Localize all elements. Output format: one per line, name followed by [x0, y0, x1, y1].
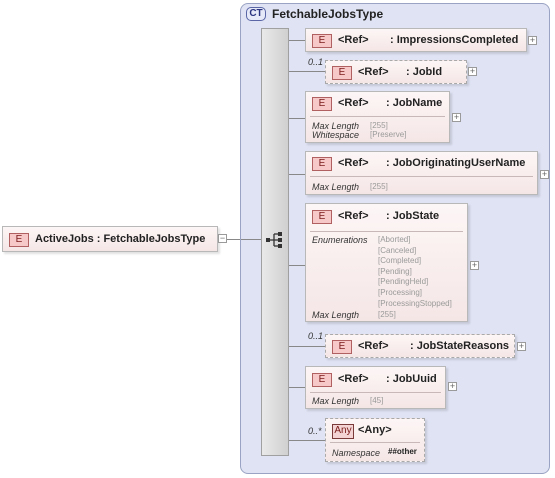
ref-label: <Ref>	[358, 340, 389, 352]
ref-label: <Ref>	[338, 157, 369, 169]
complex-type-badge: CT	[246, 7, 266, 21]
ref-label: <Ref>	[358, 66, 389, 78]
complex-type-name: FetchableJobsType	[272, 7, 384, 21]
element-job-id[interactable]: E <Ref> : JobId	[325, 60, 467, 84]
separator	[310, 176, 533, 177]
enumeration-value: [ProcessingStopped]	[378, 298, 452, 308]
expand-toggle[interactable]: +	[448, 381, 457, 391]
facet-value: [45]	[370, 396, 384, 405]
facet-value: [255]	[378, 310, 396, 319]
ref-label: <Ref>	[338, 210, 369, 222]
element-badge: E	[332, 66, 352, 80]
separator	[310, 231, 463, 232]
expand-toggle[interactable]: +	[540, 169, 549, 179]
element-name: : JobId	[406, 66, 443, 78]
element-name: <Any>	[358, 424, 392, 436]
connector-line	[289, 387, 305, 388]
separator	[310, 392, 441, 393]
element-name: : ImpressionsCompleted	[390, 34, 519, 46]
root-element-label: ActiveJobs : FetchableJobsType	[35, 233, 206, 245]
facet-label: Max Length	[312, 396, 360, 406]
occurrence-label: 0..1	[308, 331, 324, 341]
sequence-compositor[interactable]	[261, 28, 289, 456]
element-impressions-completed[interactable]: E <Ref> : ImpressionsCompleted	[305, 28, 527, 52]
element-any[interactable]: Any <Any> Namespace ##other	[325, 418, 425, 462]
facet-value: ##other	[388, 447, 417, 456]
element-badge: E	[9, 233, 29, 247]
enumeration-value: [Pending]	[378, 266, 412, 276]
facet-label: Namespace	[332, 448, 381, 458]
enumeration-value: [Processing]	[378, 288, 423, 297]
element-badge: E	[312, 97, 332, 111]
connector-line	[289, 174, 305, 175]
enumeration-value: [Aborted]	[378, 235, 411, 244]
enumeration-value: [Completed]	[378, 256, 422, 266]
root-element-box[interactable]: E ActiveJobs : FetchableJobsType	[2, 226, 218, 252]
element-badge: E	[312, 210, 332, 224]
facet-label: Enumerations	[312, 235, 368, 245]
element-badge: E	[332, 340, 352, 354]
element-name: : JobUuid	[386, 373, 437, 385]
element-name: : JobName	[386, 97, 443, 109]
connector-line	[289, 265, 305, 266]
facet-value: [255]	[370, 121, 388, 130]
facet-value: [Preserve]	[370, 130, 407, 139]
element-badge: E	[312, 34, 332, 48]
connector-line	[289, 40, 305, 41]
facet-label: Whitespace	[312, 130, 360, 140]
expand-toggle[interactable]: +	[517, 341, 526, 351]
occurrence-label: 0..*	[308, 426, 322, 436]
facet-label: Max Length	[312, 182, 360, 192]
element-job-uuid[interactable]: E <Ref> : JobUuid Max Length [45]	[305, 366, 446, 409]
element-name: : JobOriginatingUserName	[386, 157, 526, 169]
element-job-state-reasons[interactable]: E <Ref> : JobStateReasons	[325, 334, 515, 358]
connector-line	[289, 346, 325, 347]
collapse-toggle[interactable]: −	[218, 233, 227, 243]
element-job-originating-user-name[interactable]: E <Ref> : JobOriginatingUserName Max Len…	[305, 151, 538, 195]
connector-line	[289, 71, 325, 72]
expand-toggle[interactable]: +	[528, 35, 537, 45]
sequence-icon	[266, 232, 282, 248]
connector-line	[241, 239, 261, 240]
facet-label: Max Length	[312, 121, 360, 131]
connector-line	[227, 239, 241, 240]
element-badge: E	[312, 157, 332, 171]
enumeration-value: [PendingHeld]	[378, 277, 429, 287]
element-name: : JobState	[386, 210, 440, 222]
element-job-name[interactable]: E <Ref> : JobName Max Length [255] White…	[305, 91, 450, 143]
element-job-state[interactable]: E <Ref> : JobState Enumerations [Aborted…	[305, 203, 468, 322]
separator	[330, 442, 420, 443]
expand-toggle[interactable]: +	[468, 66, 477, 76]
separator	[310, 116, 445, 117]
connector-line	[289, 118, 305, 119]
facet-value: [255]	[370, 182, 388, 191]
element-badge: E	[312, 373, 332, 387]
ref-label: <Ref>	[338, 34, 369, 46]
enumeration-value: [Canceled]	[378, 245, 417, 255]
occurrence-label: 0..1	[308, 57, 324, 67]
expand-toggle[interactable]: +	[452, 112, 461, 122]
ref-label: <Ref>	[338, 373, 369, 385]
ref-label: <Ref>	[338, 97, 369, 109]
element-name: : JobStateReasons	[410, 340, 510, 352]
connector-line	[289, 440, 325, 441]
expand-toggle[interactable]: +	[470, 260, 479, 270]
any-badge: Any	[332, 424, 354, 439]
facet-label: Max Length	[312, 310, 360, 320]
